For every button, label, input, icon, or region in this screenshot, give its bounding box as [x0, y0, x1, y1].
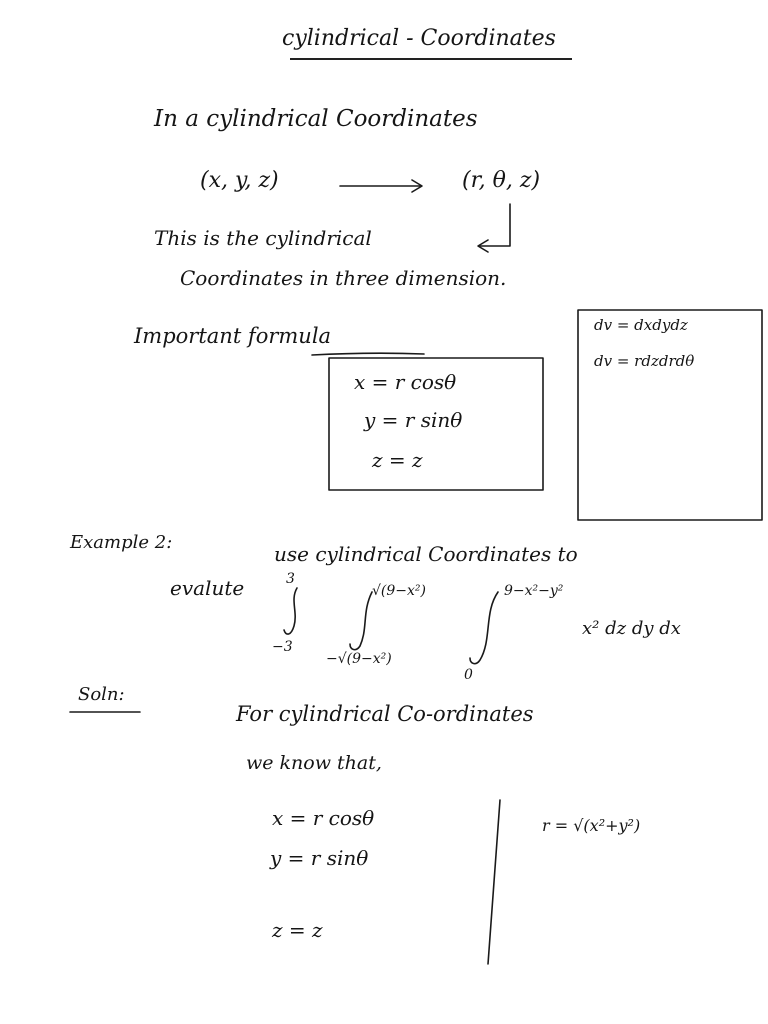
middle-upper-limit: √(9−x²)	[372, 583, 426, 599]
cartesian-coords: (x, y, z)	[200, 168, 279, 193]
example-label: Example 2:	[70, 532, 173, 553]
cylindrical-coords: (r, θ, z)	[462, 168, 541, 193]
coords-arrow-head	[411, 179, 423, 193]
solution-eq-x: x = r cosθ	[272, 806, 375, 830]
outer-lower-limit: −3	[272, 639, 293, 655]
solution-line-1: For cylindrical Co-ordinates	[236, 702, 534, 726]
integrand: x² dz dy dx	[582, 618, 681, 639]
outer-upper-limit: 3	[286, 571, 295, 587]
intro-line-2: This is the cylindrical	[154, 226, 372, 250]
solution-eq-z: z = z	[272, 918, 323, 942]
formula-x: x = r cosθ	[354, 370, 457, 394]
intro-line-3: Coordinates in three dimension.	[180, 266, 507, 290]
formula-z: z = z	[372, 448, 423, 472]
solution-line-2: we know that,	[246, 752, 382, 774]
volume-cartesian: dv = dxdydz	[594, 316, 688, 334]
solution-label: Soln:	[78, 684, 125, 705]
pointer-arrow-head	[477, 239, 489, 253]
example-text: use cylindrical Coordinates to	[274, 542, 578, 566]
title-underline	[290, 58, 572, 60]
formula-y: y = r sinθ	[364, 408, 463, 432]
important-heading: Important formula	[134, 324, 332, 348]
middle-lower-limit: −√(9−x²)	[326, 651, 392, 667]
r-definition: r = √(x²+y²)	[542, 816, 641, 835]
solution-eq-y: y = r sinθ	[270, 846, 369, 870]
intro-line-1: In a cylindrical Coordinates	[154, 106, 478, 132]
heading-underline	[311, 352, 425, 356]
volume-cylindrical: dv = rdzdrdθ	[594, 352, 695, 370]
formula-box	[328, 357, 544, 491]
inner-upper-limit: 9−x²−y²	[504, 583, 564, 599]
middle-integral-sign	[349, 591, 373, 651]
example-evaluate: evalute	[170, 576, 245, 600]
solution-divider	[487, 799, 501, 965]
inner-integral-sign	[469, 591, 499, 665]
volume-box	[577, 309, 763, 521]
outer-integral-sign	[283, 587, 298, 635]
page-title: cylindrical - Coordinates	[282, 26, 556, 51]
inner-lower-limit: 0	[464, 667, 473, 683]
pointer-arrow	[479, 203, 511, 247]
